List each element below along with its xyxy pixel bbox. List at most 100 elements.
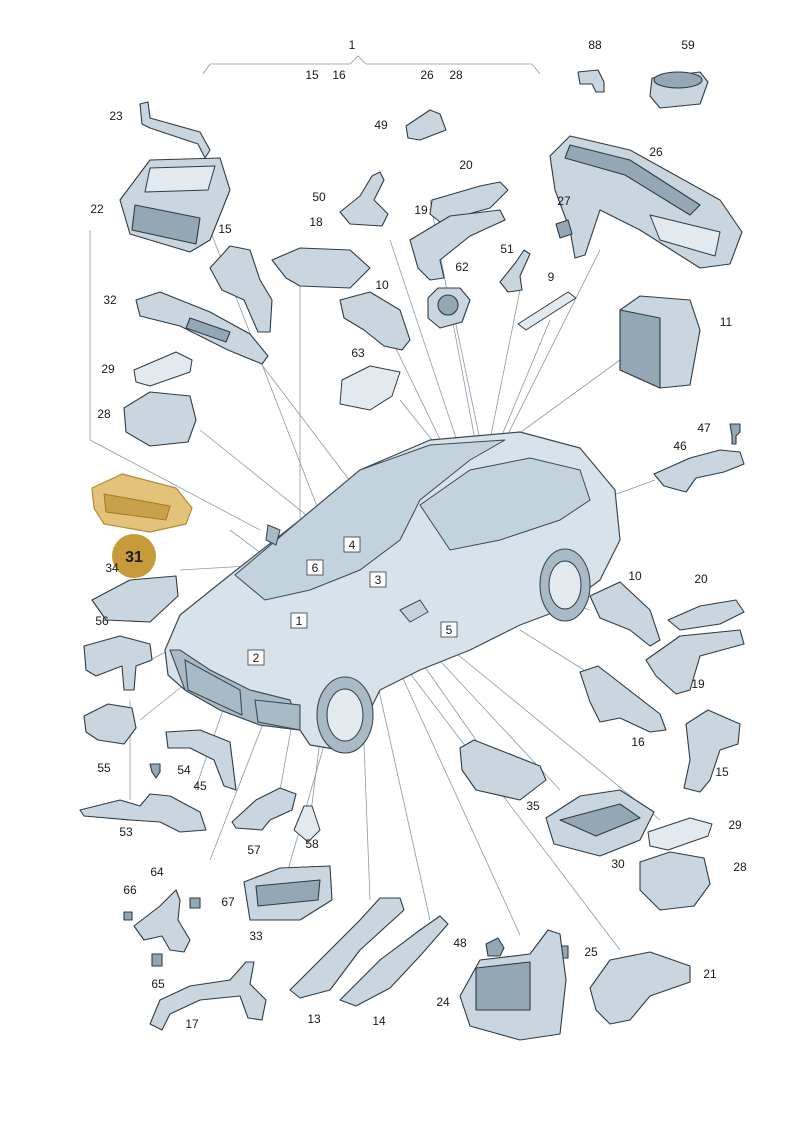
- part-35: [459, 739, 547, 801]
- label-17: 17: [185, 1017, 199, 1031]
- part-32: [135, 291, 269, 365]
- label-63: 63: [351, 346, 365, 360]
- part-15-right: [683, 709, 741, 793]
- part-20: [429, 181, 509, 223]
- part-50: [339, 171, 389, 227]
- label-10b: 10: [628, 569, 642, 583]
- label-45: 45: [193, 779, 207, 793]
- part-46: [653, 449, 745, 493]
- label-48: 48: [453, 936, 467, 950]
- part-10-right: [589, 581, 661, 647]
- part-28-right: [639, 851, 711, 911]
- part-62: [427, 287, 471, 329]
- label-29b: 29: [728, 818, 742, 832]
- label-20b: 20: [694, 572, 708, 586]
- label-9: 9: [548, 270, 555, 284]
- part-22: [119, 157, 231, 253]
- label-59: 59: [681, 38, 695, 52]
- part-19-right: [645, 629, 745, 695]
- part-53: [79, 793, 207, 833]
- label-28b: 28: [733, 860, 747, 874]
- part-51: [499, 249, 531, 293]
- label-18: 18: [309, 215, 323, 229]
- part-65: [151, 953, 163, 967]
- label-5: 5: [446, 623, 453, 637]
- label-19: 19: [414, 203, 428, 217]
- part-9: [517, 291, 577, 331]
- part-48: [485, 937, 505, 957]
- label-26-top: 26: [420, 68, 434, 82]
- label-46: 46: [673, 439, 687, 453]
- car-body: [164, 431, 621, 754]
- part-29-top: [133, 351, 193, 387]
- label-65: 65: [151, 977, 165, 991]
- label-62: 62: [455, 260, 469, 274]
- label-66: 66: [123, 883, 137, 897]
- label-1: 1: [296, 614, 303, 628]
- label-55: 55: [97, 761, 111, 775]
- part-63: [339, 365, 401, 411]
- label-64: 64: [150, 865, 164, 879]
- label-4: 4: [349, 538, 356, 552]
- label-51: 51: [500, 242, 514, 256]
- label-57: 57: [247, 843, 261, 857]
- part-58: [293, 805, 321, 843]
- part-27: [555, 219, 573, 239]
- label-15: 15: [218, 222, 232, 236]
- label-13: 13: [307, 1012, 321, 1026]
- label-32: 32: [103, 293, 117, 307]
- label-27: 27: [557, 194, 571, 208]
- label-33: 33: [249, 929, 263, 943]
- part-23: [139, 101, 211, 159]
- part-67: [189, 897, 201, 909]
- part-57: [231, 787, 297, 831]
- label-1-top: 1: [349, 38, 356, 52]
- highlight-badge-label: 31: [125, 549, 143, 566]
- label-23: 23: [109, 109, 123, 123]
- part-28-top: [123, 391, 197, 447]
- label-28: 28: [97, 407, 111, 421]
- label-11: 11: [720, 315, 733, 329]
- part-49: [405, 109, 447, 141]
- label-50: 50: [312, 190, 326, 204]
- label-2: 2: [253, 651, 260, 665]
- label-67: 67: [221, 895, 235, 909]
- label-15-top: 15: [305, 68, 319, 82]
- label-10: 10: [375, 278, 389, 292]
- part-24: [459, 929, 567, 1041]
- part-54: [149, 763, 161, 779]
- label-29: 29: [101, 362, 115, 376]
- part-20-right: [667, 599, 745, 631]
- part-15-top: [209, 245, 273, 333]
- part-21: [589, 951, 691, 1025]
- part-45: [165, 729, 237, 791]
- label-34: 34: [105, 561, 119, 575]
- highlight-badge[interactable]: [112, 534, 156, 578]
- part-14: [339, 915, 449, 1007]
- label-6: 6: [312, 561, 319, 575]
- part-31-highlighted[interactable]: 31: [91, 473, 193, 578]
- part-56: [83, 635, 153, 691]
- label-16-top: 16: [332, 68, 346, 82]
- label-20: 20: [459, 158, 473, 172]
- label-19b: 19: [691, 677, 705, 691]
- label-88: 88: [588, 38, 602, 52]
- label-26: 26: [649, 145, 663, 159]
- part-29-right: [647, 817, 713, 851]
- part-59: [649, 71, 709, 109]
- label-54: 54: [177, 763, 191, 777]
- label-28-top: 28: [449, 68, 463, 82]
- part-33: [243, 865, 333, 921]
- part-30: [545, 789, 655, 857]
- part-18: [271, 247, 371, 289]
- part-17: [149, 961, 267, 1031]
- part-26: [549, 135, 743, 269]
- part-labels: 1 15 16 26 28 88 59 23 49 26 22 20 50 19…: [90, 38, 747, 1031]
- label-14: 14: [372, 1014, 386, 1028]
- label-35: 35: [526, 799, 540, 813]
- label-30: 30: [611, 857, 625, 871]
- part-16: [579, 665, 667, 733]
- part-66: [123, 911, 133, 921]
- part-19: [409, 209, 506, 281]
